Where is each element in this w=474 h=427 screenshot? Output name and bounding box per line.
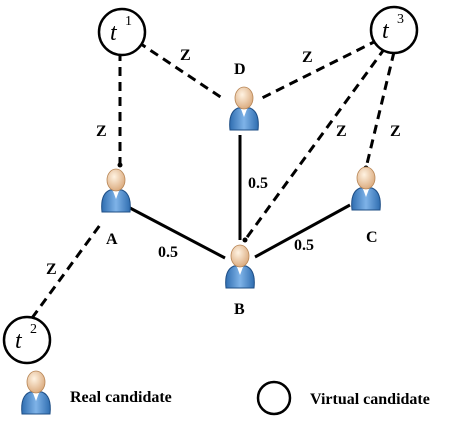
real-node-d-label: D: [234, 61, 246, 78]
edge-label-t2-a: Z: [46, 261, 57, 278]
edge-label-b-d: 0.5: [248, 175, 268, 192]
virtual-node-t3-label: t: [382, 18, 390, 44]
legend-person-icon: [21, 370, 51, 415]
edge-b-c: [254, 203, 351, 259]
dashed-edges: [30, 38, 396, 319]
edge-label-t3-c: Z: [390, 123, 401, 140]
real-node-c-label: C: [366, 229, 378, 246]
virtual-node-t3-sup: 3: [397, 12, 404, 27]
edge-label-t3-d: Z: [302, 49, 313, 66]
edge-label-t3-b: Z: [336, 123, 347, 140]
real-node-a-label: A: [106, 231, 118, 248]
person-icon: [101, 168, 131, 213]
virtual-node-t2: t 2: [2, 315, 52, 365]
solid-edges: [129, 135, 351, 260]
virtual-node-t2-sup: 2: [30, 322, 37, 337]
legend-circle-icon: [256, 380, 292, 416]
real-node-b-label: B: [234, 301, 245, 318]
real-node-a: A: [101, 168, 131, 248]
person-icon: [229, 86, 259, 131]
edge-label-b-c: 0.5: [294, 237, 314, 254]
legend-real-label: Real candidate: [70, 389, 172, 406]
edge-a-b: [129, 206, 226, 260]
edge-t1-d: [137, 40, 223, 100]
edge-label-a-b: 0.5: [158, 244, 178, 261]
virtual-node-t1-label: t: [110, 20, 118, 46]
legend: Real candidate Virtual candidate: [21, 370, 430, 416]
virtual-node-t2-label: t: [15, 328, 23, 354]
edge-t3-b: [243, 47, 387, 241]
edge-labels: Z Z Z Z Z Z 0.5 0.5 0.5: [46, 47, 401, 278]
virtual-node-t3: t 3: [369, 5, 419, 55]
edge-t3-d: [261, 38, 379, 100]
virtual-node-t1-sup: 1: [125, 14, 132, 29]
real-node-d: D: [229, 61, 259, 131]
legend-virtual-label: Virtual candidate: [310, 391, 430, 408]
edge-label-t1-a: Z: [96, 123, 107, 140]
real-node-b: B: [225, 244, 255, 318]
virtual-node-t1: t 1: [97, 7, 147, 57]
real-node-c: C: [351, 166, 381, 246]
edge-t2-a: [30, 224, 102, 319]
edge-endpoints: [117, 162, 369, 243]
edge-label-t1-d: Z: [180, 47, 191, 64]
person-icon: [351, 166, 381, 211]
edge-t3-c: [364, 51, 396, 169]
person-icon: [225, 244, 255, 289]
